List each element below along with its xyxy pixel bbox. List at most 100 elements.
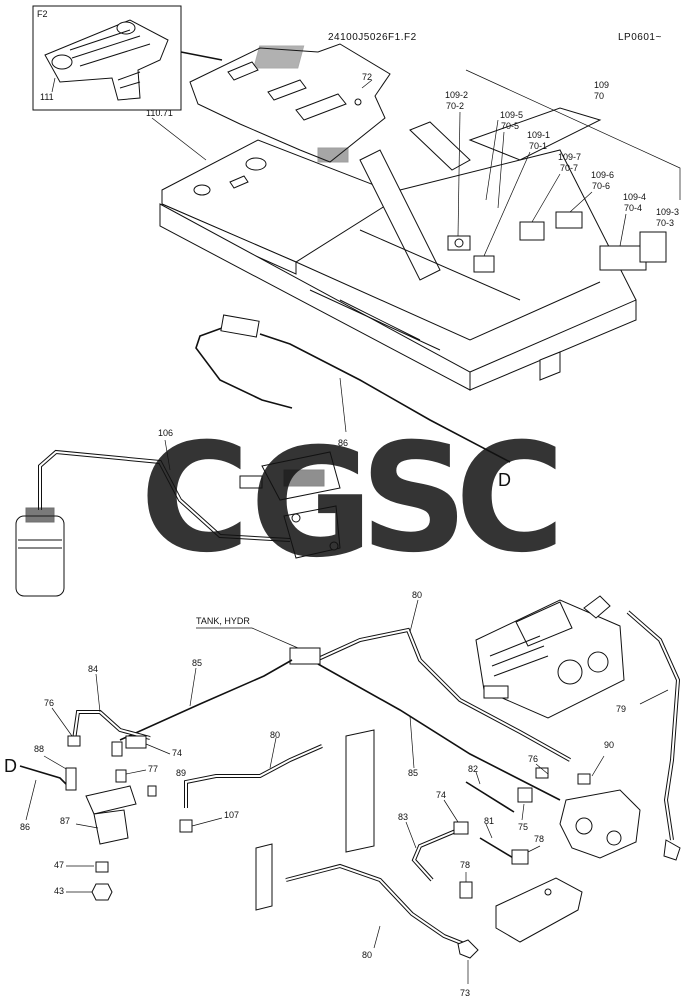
callout-75: 75 [518,822,528,832]
callout-74-right: 74 [436,790,446,800]
callout-85-left: 85 [192,658,202,668]
callout-109-2: 109-2 [445,90,468,100]
leader-79 [639,689,669,705]
inset-f2: F2 111 [32,5,223,111]
callout-80-bottom: 80 [362,950,372,960]
hose-upper-left [195,327,293,409]
callout-43: 43 [54,886,64,896]
leader-109-bracket [465,69,681,200]
fitting-75 [517,787,533,803]
valve-fitting-left [239,475,263,489]
pump-fitting-top [583,595,611,619]
tank-tee-fitting [289,647,321,665]
callout-87: 87 [60,816,70,826]
leader-86-top [339,377,347,433]
nut-43 [91,883,113,901]
watermark-letter-4: C [455,412,565,586]
flange-bolt-1 [291,513,301,523]
floor-mat-grid-bottom [317,147,349,163]
inset-leader-111 [51,77,56,93]
leader-109-7 [531,173,561,223]
leader-76-left [51,707,73,737]
hose-80-mid-inner [185,745,323,808]
fitting-76-right [535,767,549,779]
inset-floor-mat [44,19,169,101]
frame-inner-rail [295,261,601,341]
frame-corner-block [539,351,561,381]
hose-86-lower [19,765,67,785]
callouts-109-70: 109 70 109-2 70-2 109-5 70-5 109-1 70-1 … [445,69,681,257]
watermark-letter-2: G [250,417,373,591]
inset-frame [32,5,182,111]
leader-85-right [409,715,415,769]
leader-88 [43,755,69,771]
leader-109-2 [457,111,461,237]
leader-83 [405,821,417,849]
leader-77 [125,769,147,775]
pump-ribs [489,635,549,677]
floor-plate-hole-2 [193,184,211,196]
frame-upright [409,121,471,171]
leader-80-bottom [373,925,381,949]
frame-right-rail [469,299,637,391]
callout-70-6: 70-6 [592,181,610,191]
leader-81 [485,823,493,839]
leader-109-6 [569,191,593,213]
mounting-bracket [85,785,137,815]
tank-label: TANK, HYDR [196,616,250,626]
callout-77: 77 [148,764,158,774]
callout-109-7: 109-7 [558,152,581,162]
callout-86-top: 86 [338,438,348,448]
hose-82 [465,781,515,813]
bracket-109-2-hole [454,238,464,248]
callout-78-right: 78 [534,834,544,844]
callout-109: 109 [594,80,609,90]
callout-110-71: 110.71 [146,108,173,118]
hydraulic-pump [475,595,625,719]
hose-106-inner [39,450,291,541]
callout-88: 88 [34,744,44,754]
callout-47: 47 [54,860,64,870]
frame-diagonal-brace [359,149,441,281]
hose-85-left [119,659,293,741]
leader-109-1 [483,151,531,257]
bolt-88 [65,767,77,791]
leader-74-right [443,799,459,823]
leader-107 [191,817,223,827]
pressure-switch-87 [93,809,129,845]
callout-107: 107 [224,810,239,820]
floor-mat-slot-1 [227,61,259,81]
leader-90 [591,755,605,777]
connector-d-top: D [498,470,511,490]
callout-82: 82 [468,764,478,774]
upper-hose-assembly: 86 D 106 [15,314,511,597]
leader-109-5 [485,119,505,209]
bracket-109-1 [473,255,495,273]
callout-79: 79 [616,704,626,714]
hose-80-bottom-inner [285,864,465,945]
callout-80-top: 80 [412,590,422,600]
bracket-109-4 [599,245,647,271]
pump-top-cover [515,601,573,647]
callout-70-5: 70-5 [501,121,519,131]
floor-mat-slot-3 [295,93,347,121]
leader-85-left [189,667,197,707]
hose-79-end-fitting [663,839,681,861]
callout-83: 83 [398,812,408,822]
callout-70-3: 70-3 [656,218,674,228]
inset-hole-right [116,21,136,35]
leader-75 [521,803,525,821]
watermark-letter-1: C [140,412,250,586]
callout-109-3: 109-3 [656,207,679,217]
callout-109-1: 109-1 [527,130,550,140]
floor-plate-slot [229,175,249,189]
connector-d-left: D [4,756,17,776]
callout-85-right: 85 [408,768,418,778]
leader-72 [361,79,373,89]
callout-76-left: 76 [44,698,54,708]
inset-pedal-hole [51,54,73,70]
hose-83-inner [412,829,459,881]
fitting-77 [115,769,127,783]
